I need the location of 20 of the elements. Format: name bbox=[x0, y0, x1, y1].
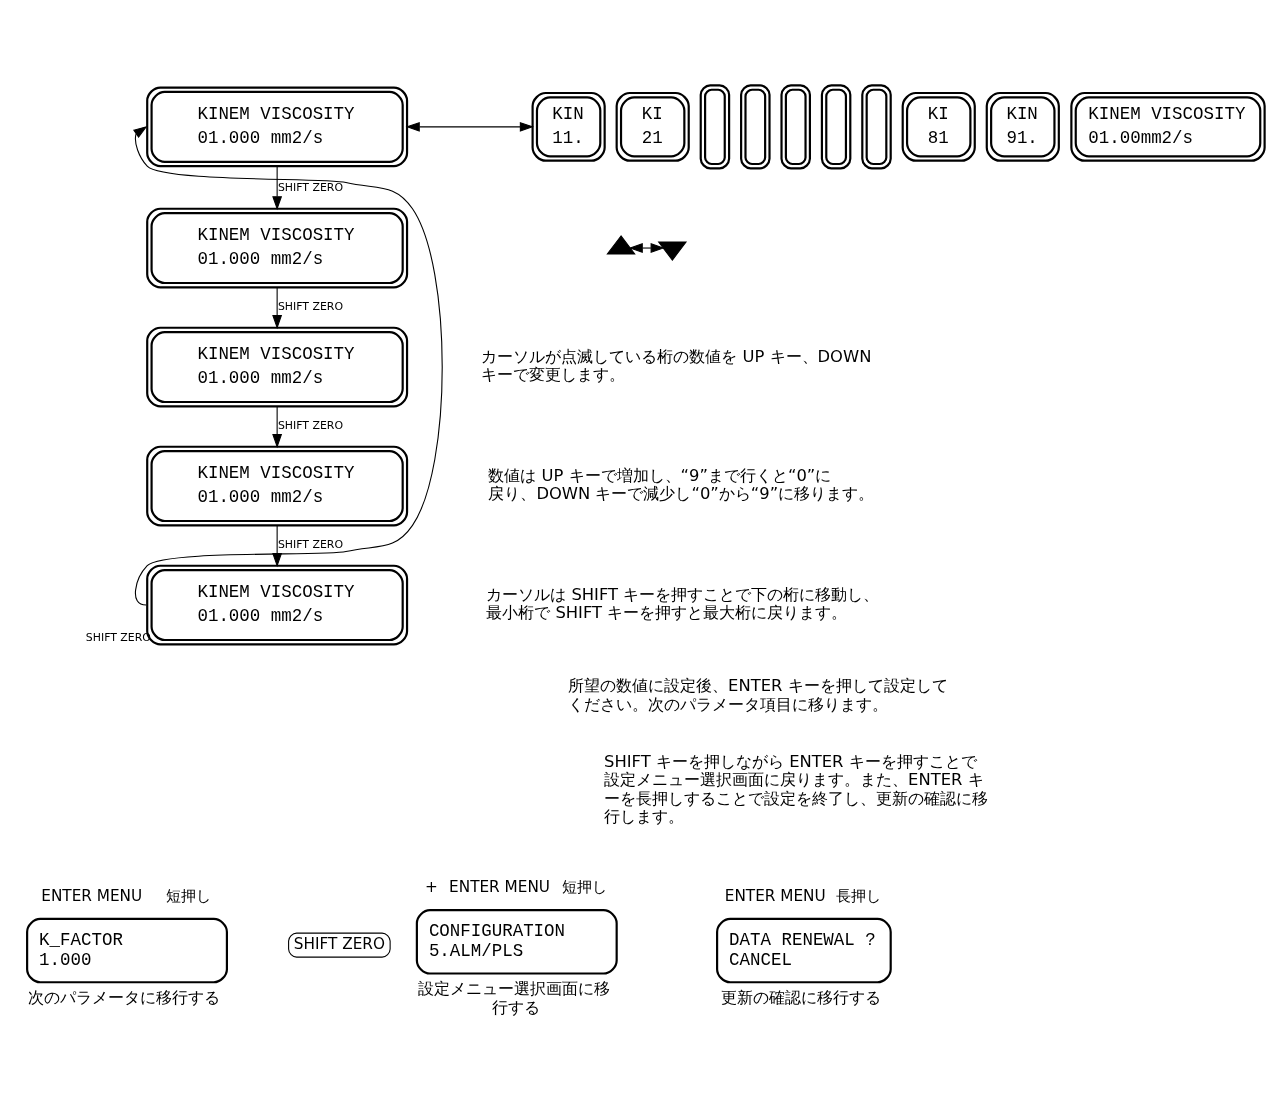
label: SHIFT ZERO bbox=[293, 934, 385, 953]
node-label: 次のパラメータに移行する bbox=[28, 987, 221, 1007]
label: SHIFT キーを押しながら ENTER キーを押すことで設定メニュー選択画面に戻ります。また、ENTER キーを長押しすることで設定を終了し、更新の確認に移行します。 bbox=[604, 751, 989, 826]
label: 数値は UP キーで増加し、“9”まで行くと“0”に戻り、DOWN キーで減少し“0”から“9”に移ります。 bbox=[488, 465, 875, 503]
node-label: + bbox=[425, 877, 438, 896]
node-label: ENTER MENU bbox=[449, 877, 550, 896]
node-label: 短押し bbox=[165, 886, 211, 905]
edge-label: SHIFT ZERO bbox=[277, 537, 343, 551]
node-label: 設定メニュー選択画面に移行する bbox=[417, 978, 610, 1017]
node-label: ENTER MENU bbox=[41, 886, 143, 905]
node-label: ENTER MENU bbox=[724, 886, 826, 905]
edge-label: SHIFT ZERO bbox=[277, 299, 343, 313]
node-label: 短押し bbox=[561, 877, 607, 896]
node-label: 長押し bbox=[836, 886, 882, 905]
label: カーソルは SHIFT キーを押すことで下の桁に移動し、最小桁で SHIFT キーを押すと最大桁に戻ります。 bbox=[486, 584, 880, 622]
edge-label: SHIFT ZERO bbox=[277, 418, 343, 432]
edge-label: SHIFT ZERO bbox=[277, 180, 343, 194]
label: カーソルが点滅している桁の数値を UP キー、DOWN キーで変更します。 bbox=[481, 346, 872, 384]
label: 所望の数値に設定後、ENTER キーを押して設定してください。次のパラメータ項目に移ります。 bbox=[568, 675, 948, 714]
node-label: 更新の確認に移行する bbox=[721, 987, 882, 1007]
